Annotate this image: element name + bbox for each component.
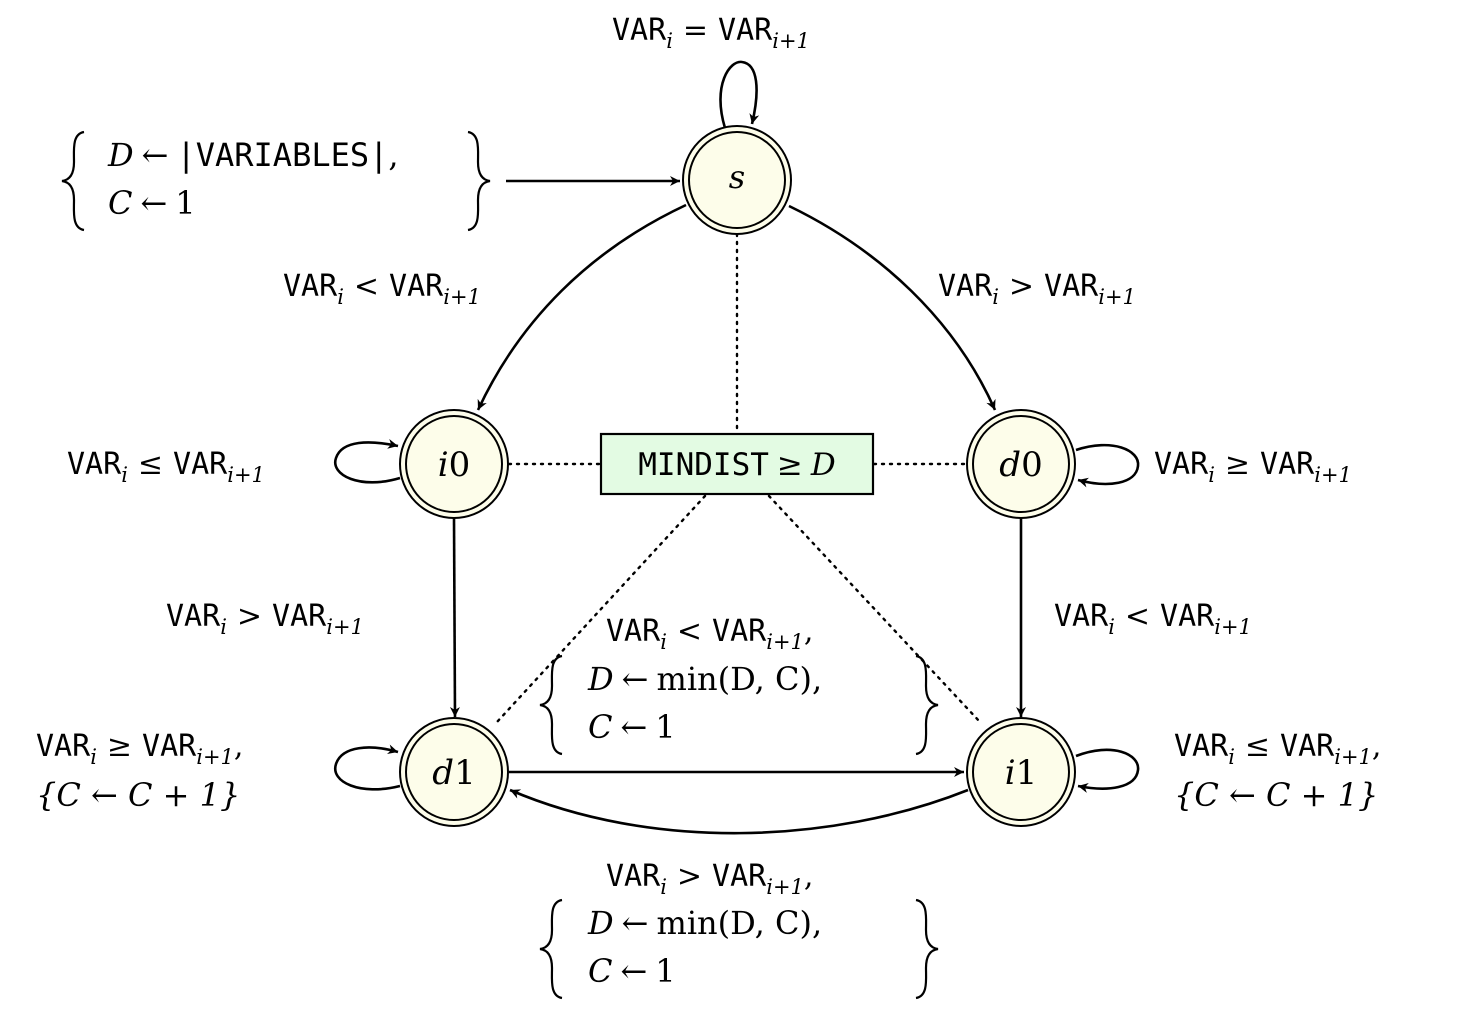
edge-i1-d1	[509, 788, 969, 835]
initial-action-label: D←|VARIABLES|, C←1	[61, 130, 491, 232]
init-right-brace	[467, 130, 491, 232]
label-s-d0: VARi>VARi+1	[938, 269, 1136, 309]
d1-i1-left-brace	[539, 654, 563, 756]
label-s-i0: VARi<VARi+1	[283, 269, 481, 309]
label-i1-d1-action-1: D←min(D, C),	[587, 904, 822, 942]
label-i0-d1: VARi>VARi+1	[166, 599, 364, 639]
edge-i1-loop	[1075, 748, 1140, 793]
label-d1-loop-guard: VARi≥VARi+1,	[36, 729, 243, 769]
state-i1-label: i1	[1005, 753, 1038, 793]
state-d0-label: d0	[999, 445, 1042, 485]
state-i0: i0	[399, 409, 509, 519]
label-d1-loop-action: {C ← C + 1}	[36, 776, 240, 814]
label-i1-d1-action-2: C←1	[588, 952, 676, 990]
i1-d1-right-brace	[915, 898, 939, 1000]
edge-s-d0	[788, 204, 997, 411]
init-line-2: C←1	[108, 184, 196, 222]
state-s: s	[682, 125, 792, 235]
label-i1-loop-action: {C ← C + 1}	[1174, 776, 1378, 814]
edge-i0-loop	[333, 439, 401, 484]
state-d0: d0	[966, 409, 1076, 519]
label-i1-loop-guard: VARi≤VARi+1,	[1174, 729, 1381, 769]
label-d0-loop: VARi≥VARi+1	[1154, 447, 1352, 487]
transitions	[333, 60, 1140, 835]
link-i1-condition	[767, 494, 982, 724]
edge-s-loop	[719, 60, 760, 129]
label-d1-i1-guard: VARi<VARi+1,	[606, 614, 813, 654]
state-i0-label: i0	[438, 445, 471, 485]
i1-d1-left-brace	[539, 898, 563, 1000]
link-d1-condition	[495, 494, 707, 724]
init-left-brace	[61, 130, 85, 232]
label-d1-i1-action-1: D←min(D, C),	[587, 660, 822, 698]
state-d1-label: d1	[432, 753, 475, 793]
edge-s-i0	[476, 203, 687, 411]
d1-i1-right-brace	[915, 654, 939, 756]
state-s-label: s	[729, 158, 745, 196]
edge-d0-loop	[1075, 443, 1140, 488]
label-d1-i1-action-2: C←1	[588, 708, 676, 746]
label-i1-d1-guard: VARi>VARi+1,	[606, 859, 813, 899]
edge-i0-d1	[449, 517, 460, 718]
mindist-condition-label: MINDIST≥D	[638, 447, 836, 483]
edge-labels: VARi=VARi+1 VARi<VARi+1 VARi>VARi+1 VARi…	[36, 13, 1381, 1000]
state-i1: i1	[966, 717, 1076, 827]
init-line-1: D←|VARIABLES|,	[107, 136, 399, 174]
state-d1: d1	[399, 717, 509, 827]
label-i0-loop: VARi≤VARi+1	[67, 447, 265, 487]
label-d0-i1: VARi<VARi+1	[1054, 599, 1252, 639]
constraint-links	[495, 232, 982, 724]
label-s-loop: VARi=VARi+1	[612, 13, 810, 53]
mindist-condition: MINDIST≥D	[599, 432, 875, 496]
edge-d1-loop	[333, 744, 401, 791]
